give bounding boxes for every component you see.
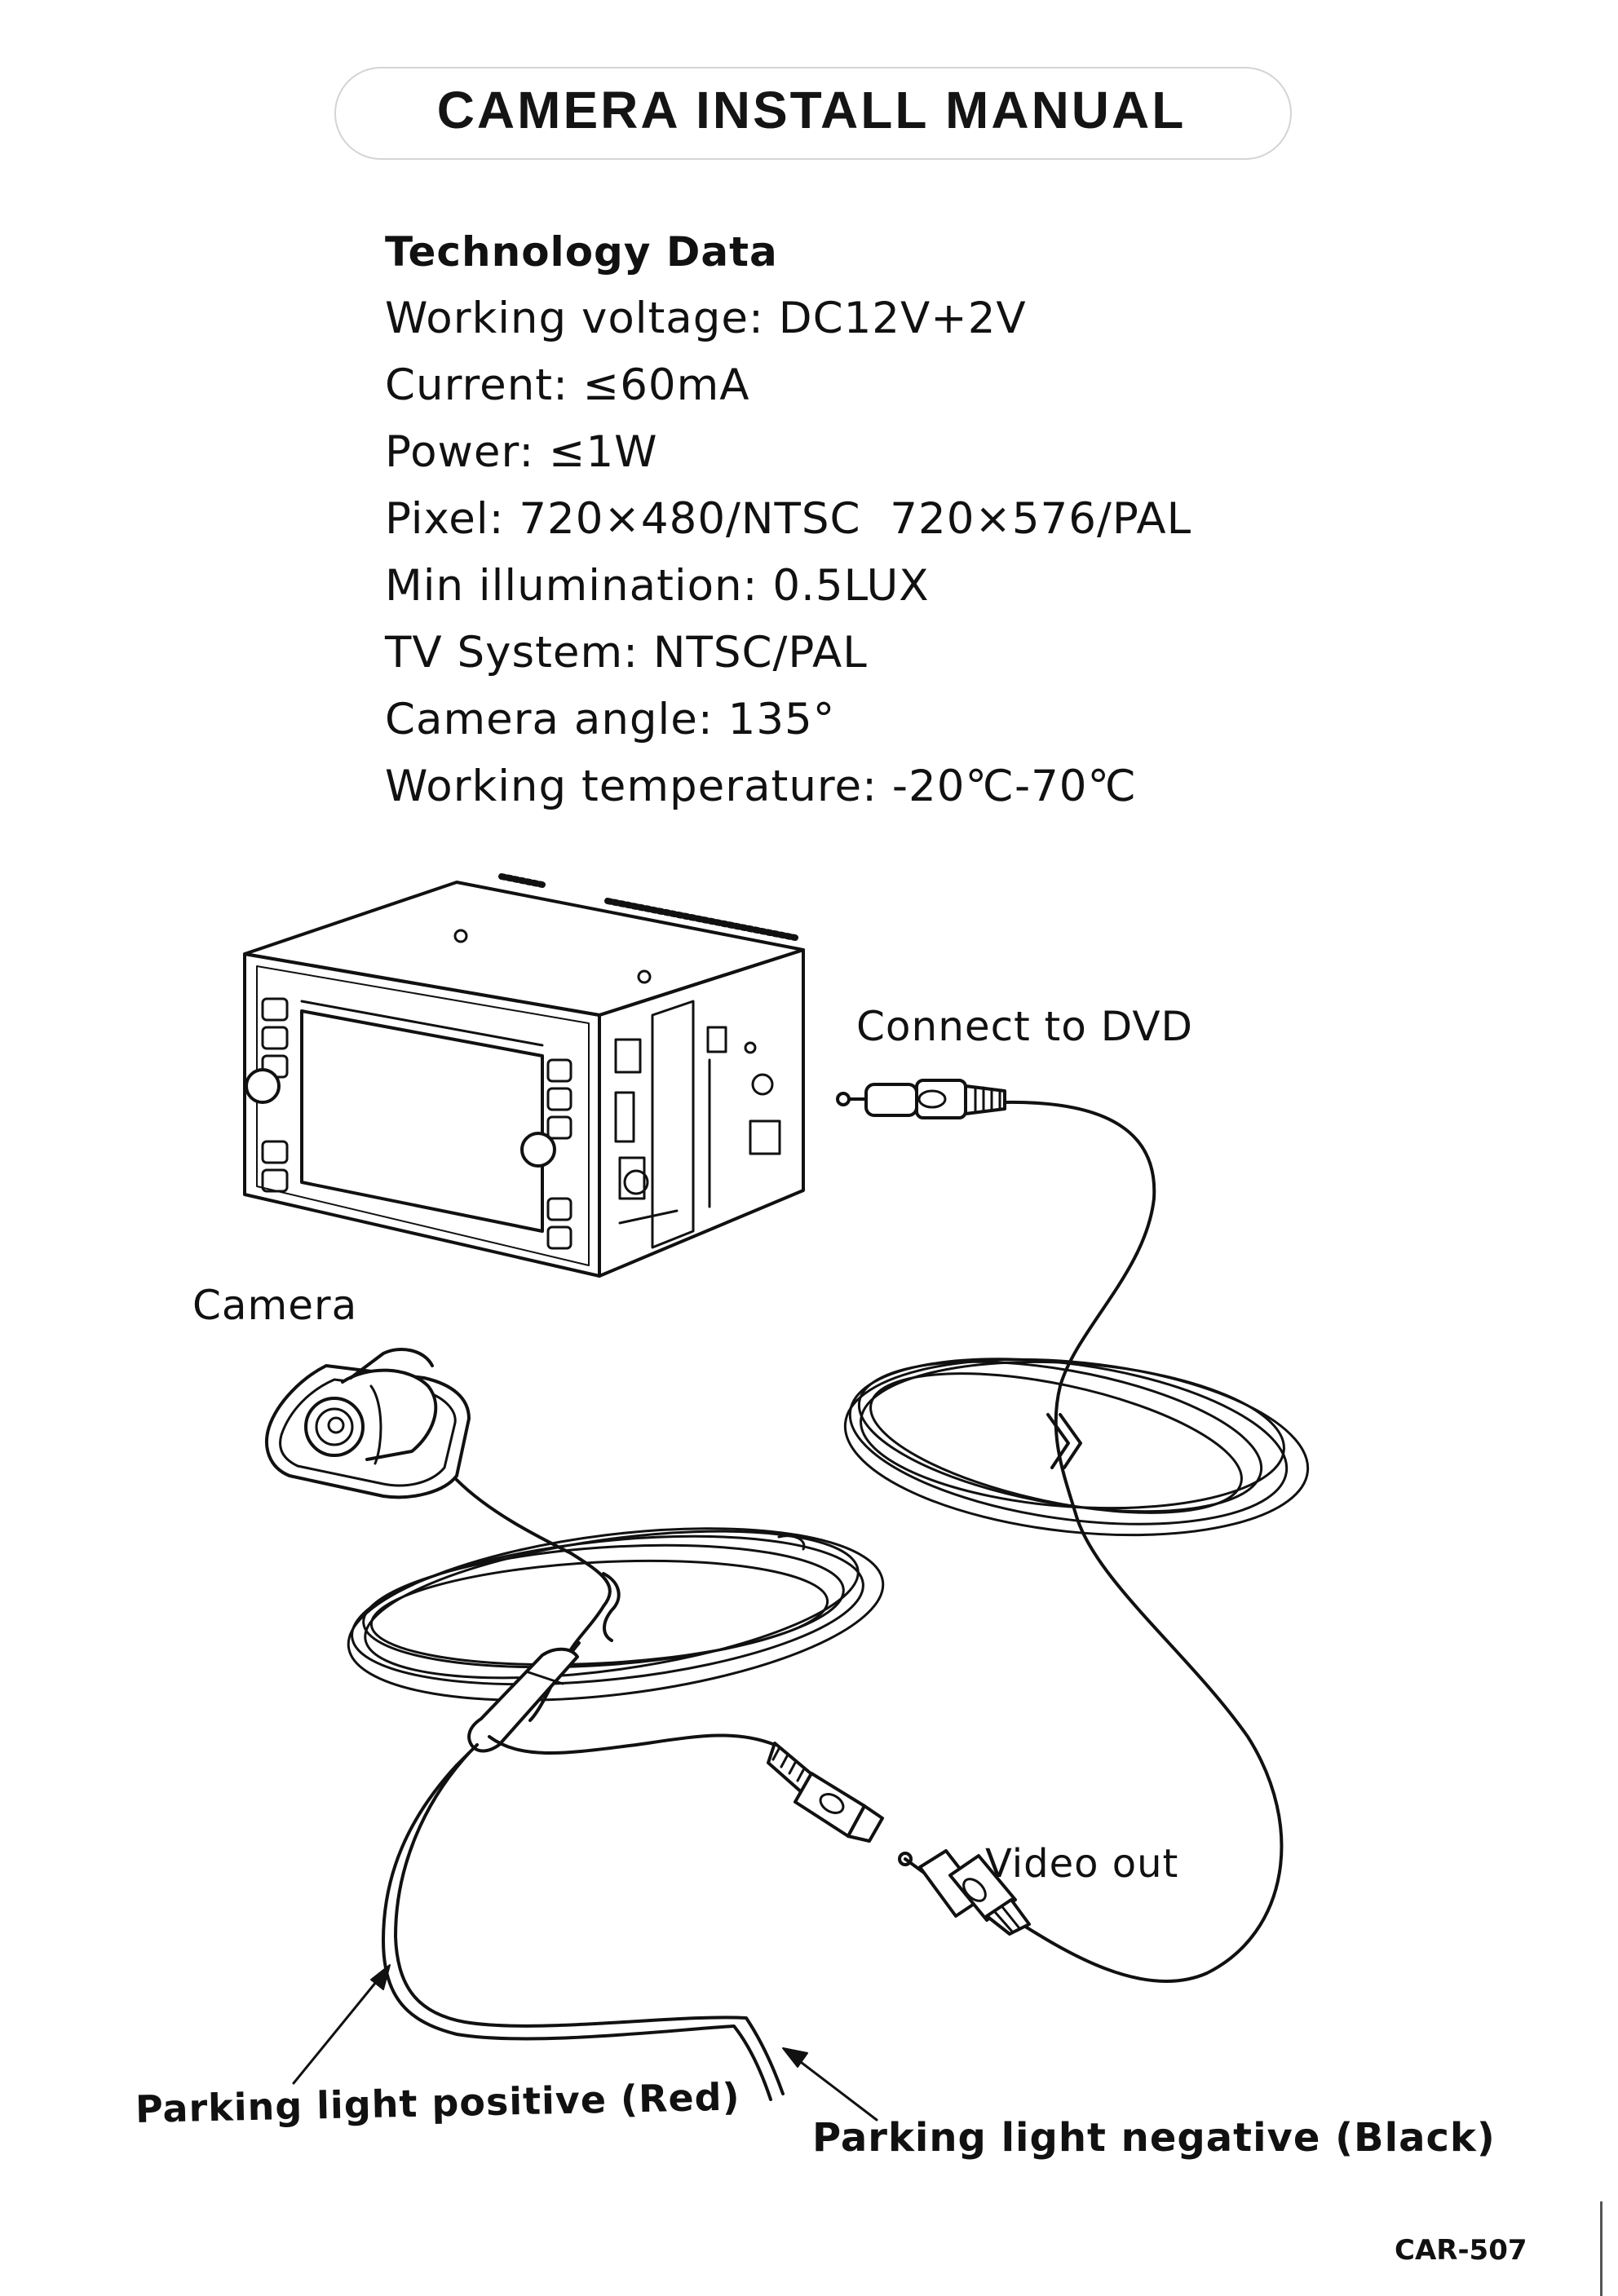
spec-value: -20℃-70℃ bbox=[891, 762, 1138, 811]
parking-black-wire bbox=[394, 1751, 785, 2095]
spec-current: Current≤60mA bbox=[385, 352, 1445, 419]
camera-illustration bbox=[265, 1348, 471, 1499]
spec-value: NTSC/PAL bbox=[652, 628, 868, 678]
spec-pixel: Pixel720×480/NTSC 720×576/PAL bbox=[385, 486, 1445, 553]
dvd-unit-illustration bbox=[243, 873, 805, 1278]
spec-value: 720×480/NTSC 720×576/PAL bbox=[519, 494, 1192, 544]
spec-label: Camera angle bbox=[385, 695, 728, 744]
arrow-parking-negative bbox=[782, 2047, 878, 2122]
model-code: CAR-507 bbox=[1395, 2234, 1527, 2267]
left-cable-coil bbox=[347, 1527, 885, 1702]
spec-label: Working voltage bbox=[385, 294, 779, 343]
right-cable-coil bbox=[843, 1358, 1310, 1537]
dvd-screen bbox=[300, 1009, 544, 1233]
dvd-left-buttons bbox=[261, 997, 289, 1193]
label-camera: Camera bbox=[192, 1282, 358, 1329]
dvd-top-panel bbox=[243, 881, 805, 1017]
spec-label: Min illumination bbox=[385, 561, 772, 611]
label-video-out: Video out bbox=[985, 1841, 1179, 1887]
rca-connector-dvd bbox=[836, 1079, 1006, 1119]
technology-data-heading: Technology Data bbox=[385, 228, 778, 276]
spec-value: 135° bbox=[727, 695, 836, 744]
page-title: CAMERA INSTALL MANUAL bbox=[436, 81, 1187, 139]
dvd-cable bbox=[1003, 1100, 1284, 1983]
label-connect-to-dvd: Connect to DVD bbox=[856, 1003, 1194, 1050]
technology-data-section: Technology Data Working voltageDC12V+2V … bbox=[385, 219, 1445, 820]
video-out-socket bbox=[767, 1742, 884, 1843]
spec-label: Power bbox=[385, 427, 549, 477]
label-parking-negative: Parking light negative (Black) bbox=[812, 2115, 1496, 2161]
spec-label: Current bbox=[385, 360, 583, 410]
spec-value: 0.5LUX bbox=[772, 561, 930, 611]
dvd-right-buttons bbox=[546, 1058, 572, 1250]
spec-camera-angle: Camera angle135° bbox=[385, 687, 1445, 753]
video-branch-cable bbox=[488, 1733, 776, 1755]
camera-lens bbox=[304, 1397, 365, 1457]
dvd-front-panel bbox=[243, 952, 601, 1278]
spec-power: Power≤1W bbox=[385, 419, 1445, 486]
dvd-rear-bracket bbox=[614, 1000, 781, 1249]
spec-value: ≤1W bbox=[549, 427, 658, 477]
dvd-knob-left bbox=[245, 1068, 281, 1104]
spec-working-temperature: Working temperature-20℃-70℃ bbox=[385, 753, 1445, 820]
spec-label: TV System bbox=[385, 628, 653, 678]
parking-red-wire bbox=[382, 1764, 772, 2101]
arrow-parking-positive bbox=[292, 1964, 391, 2085]
page-edge-mark bbox=[1600, 2201, 1603, 2296]
spec-label: Pixel bbox=[385, 494, 519, 544]
dvd-side-panel bbox=[598, 948, 805, 1278]
spec-tv-system: TV SystemNTSC/PAL bbox=[385, 620, 1445, 687]
spec-working-voltage: Working voltageDC12V+2V bbox=[385, 285, 1445, 352]
title-oval bbox=[334, 67, 1292, 160]
spec-min-illumination: Min illumination0.5LUX bbox=[385, 553, 1445, 620]
spec-value: DC12V+2V bbox=[778, 294, 1027, 343]
video-out-plug bbox=[898, 1849, 1031, 1936]
spec-value: ≤60mA bbox=[582, 360, 750, 410]
dvd-knob-right bbox=[520, 1132, 556, 1168]
spec-label: Working temperature bbox=[385, 762, 892, 811]
